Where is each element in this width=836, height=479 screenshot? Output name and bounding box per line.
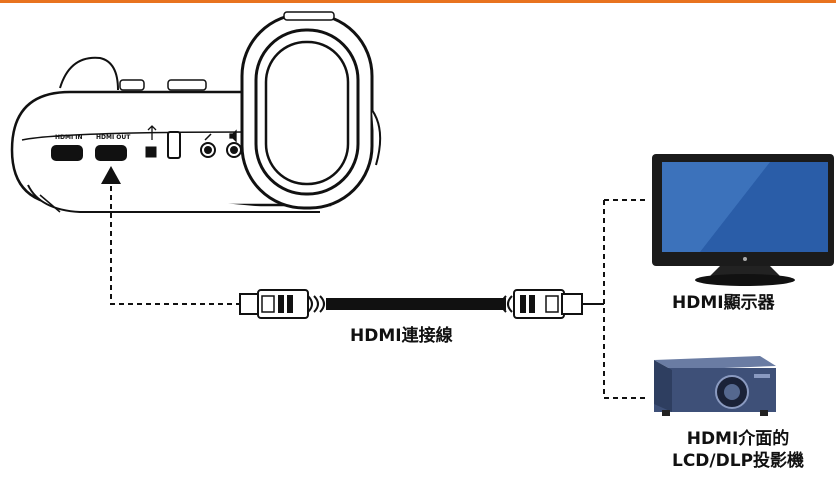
cable-label: HDMI連接線 [350, 326, 453, 346]
port-label-hdmi-out: HDMI OUT [96, 134, 131, 141]
projector [654, 356, 776, 416]
monitor-label: HDMI顯示器 [672, 293, 775, 313]
document-camera [10, 11, 382, 213]
speaker-icon [229, 129, 237, 143]
usb-icon [147, 125, 157, 140]
projector-label-line1: HDMI介面的 [686, 429, 790, 449]
monitor [652, 154, 834, 286]
hdmi-cable [239, 289, 583, 319]
mic-icon [204, 133, 212, 141]
arrow-up-icon [101, 166, 121, 184]
projector-label: HDMI介面的 LCD/DLP投影機 [672, 428, 804, 472]
projector-label-line2: LCD/DLP投影機 [672, 451, 805, 471]
port-label-hdmi-in: HDMI IN [55, 134, 83, 141]
top-accent-bar [0, 0, 836, 3]
dashed-connector-left [110, 186, 240, 305]
